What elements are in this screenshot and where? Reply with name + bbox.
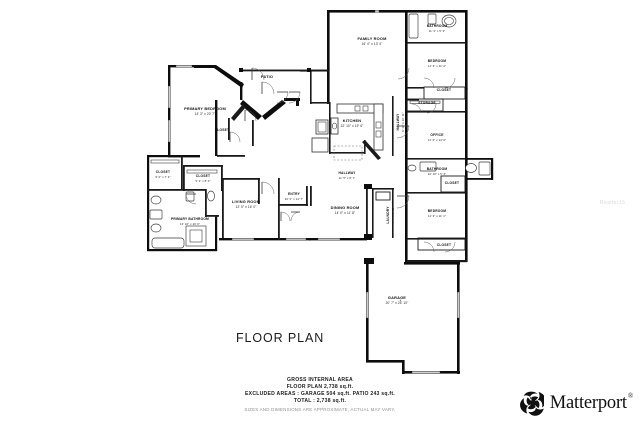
legend-disclaimer: SIZES AND DIMENSIONS ARE APPROXIMATE, AC… [244,407,396,413]
legend-excluded-areas: EXCLUDED AREAS : GARAGE 504 sq.ft. PATIO… [245,391,395,398]
wall-structure [147,10,494,374]
room-dimensions: 14' 0" x 11' 8" [335,211,356,215]
matterport-wordmark: Matterport® [549,392,633,413]
doors [185,67,456,253]
room-name: CLOSET [215,128,229,132]
room-dimensions: 11' 3" x 11' 4" [428,64,446,68]
room-name: LIVING ROOM [232,199,260,204]
room-name: HALLWAY [338,171,356,175]
room-dimensions: 20' 7" x 25' 10" [386,301,409,305]
page-title: FLOOR PLAN [236,331,325,345]
room-dimensions: 11' 3" x 14' 0" [428,138,446,142]
room-name: CLOSET [156,170,170,174]
room-dimensions: 5' 4" x 8' 0" [195,179,210,183]
room-dimensions: 22' 10" x 19' 6" [341,124,364,128]
room-label-patio: PATIO [261,74,273,79]
room-dimensions: 14' 3" x 20' 7" [195,112,216,116]
room-name: CLOSET [196,174,210,178]
matterport-branding: Matterport® [518,390,633,416]
room-label-closet_east: CLOSET [445,181,459,185]
room-name: KITCHEN [343,118,362,123]
room-name: PRIMARY BATHROOM [171,217,209,221]
room-dimensions: 11' 5" x 8' 7" [339,176,356,180]
room-dimensions: 10' 0" x 14' 7" [285,197,303,201]
room-name: HALLWAY [396,113,400,131]
room-dimensions: 10' 10" x 5' 3" [428,172,446,176]
room-dimensions: 13' 10" x 19' 0" [180,222,200,226]
fixtures-and-furniture [149,13,491,301]
room-name: GARAGE [388,295,406,300]
image-watermark: Realtor15 [600,200,626,206]
matterport-pinwheel-icon [519,391,544,416]
room-name: CLOSET [445,181,459,185]
room-name: BATHROOM [427,167,448,171]
room-name: LAUNDRY [386,206,390,224]
room-label-closet_southeast: CLOSET [437,243,451,247]
room-label-closet_primary: CLOSET [215,128,229,132]
room-name: DINING ROOM [331,205,360,210]
room-dimensions: 11' 3" x 5' 3" [429,29,446,33]
room-name: STORAGE [418,101,436,105]
room-name: PATIO [261,74,273,79]
area-legend: GROSS INTERNAL AREA FLOOR PLAN 2,738 sq.… [0,377,640,413]
room-name: OFFICE [430,133,444,137]
room-label-storage: STORAGE [418,101,436,105]
legend-gross-area: GROSS INTERNAL AREA [287,377,353,383]
room-name: CLOSET [437,243,451,247]
room-name: ENTRY [288,192,301,196]
room-dimensions: 7' 4" x 9' 11" [391,207,395,224]
room-dimensions: 9' 11" x 10' 11" [401,112,405,132]
room-name: BEDROOM [428,59,447,63]
room-name: PRIMARY BEDROOM [184,106,226,111]
room-label-closet_north: CLOSET [437,88,451,92]
legend-floor-plan-area: FLOOR PLAN 2,738 sq.ft. [286,384,354,391]
room-name: FAMILY ROOM [357,36,386,41]
room-dimensions: 12' 5" x 16' 0" [236,205,257,209]
room-dimensions: 16' 4" x 13' 4" [362,42,383,46]
legend-total-area: TOTAL : 2,738 sq.ft. [293,398,347,405]
room-name: BEDROOM [428,209,447,213]
room-dimensions: 5' 0" x 7' 3" [155,175,170,179]
room-name: BATHROOM [427,24,448,28]
room-name: CLOSET [437,88,451,92]
room-dimensions: 11' 3" x 11' 1" [428,214,446,218]
